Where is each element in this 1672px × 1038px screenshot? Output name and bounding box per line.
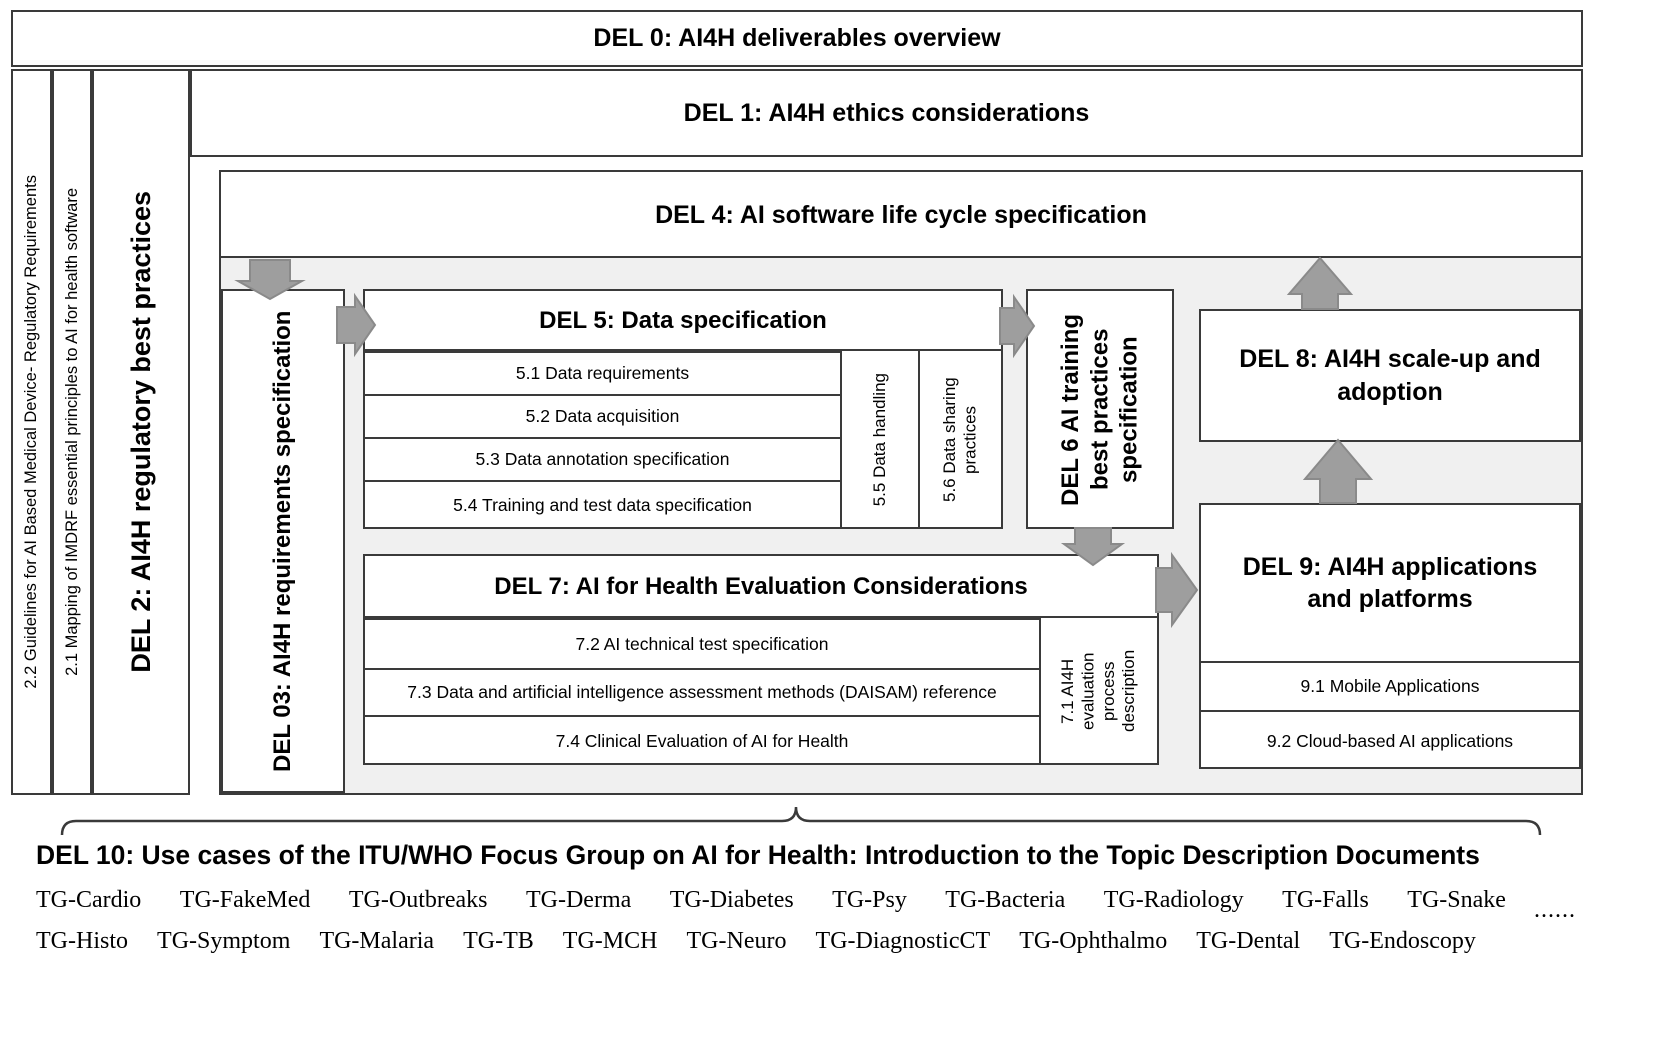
tg-item[interactable]: TG-Malaria xyxy=(319,928,435,954)
del7-item-7-2[interactable]: 7.2 AI technical test specification xyxy=(365,618,1039,668)
del5-item-5-4[interactable]: 5.4 Training and test data specification xyxy=(365,480,840,528)
del8-box[interactable]: DEL 8: AI4H scale-up and adoption xyxy=(1199,309,1581,442)
del10-title-text: DEL 10: Use cases of the ITU/WHO Focus G… xyxy=(36,840,1480,870)
del5-item-5-4-label: 5.4 Training and test data specification xyxy=(453,494,752,515)
del4-title-wrap: DEL 4: AI software life cycle specificat… xyxy=(219,172,1583,258)
tg-item[interactable]: TG-DiagnosticCT xyxy=(815,928,991,954)
tg-item[interactable]: TG-TB xyxy=(463,928,534,954)
del6-box[interactable]: DEL 6 AI training best practices specifi… xyxy=(1026,289,1174,529)
del7-side-divider xyxy=(1039,616,1041,763)
del10-ellipsis: ...... xyxy=(1534,897,1576,924)
del0-title: DEL 0: AI4H deliverables overview xyxy=(593,24,1001,52)
del9-item-9-1[interactable]: 9.1 Mobile Applications xyxy=(1201,661,1579,710)
del5-item-5-1-label: 5.1 Data requirements xyxy=(515,363,690,383)
del1-title: DEL 1: AI4H ethics considerations xyxy=(683,98,1090,127)
del5-side-divider-a xyxy=(840,349,842,528)
del4-title: DEL 4: AI software life cycle specificat… xyxy=(655,200,1147,229)
del7-items: 7.2 AI technical test specification 7.3 … xyxy=(365,618,1039,763)
del5-title-wrap: DEL 5: Data specification xyxy=(365,291,1001,351)
del6-label: DEL 6 AI training best practices specifi… xyxy=(1057,312,1143,506)
tg-item[interactable]: TG-Radiology xyxy=(1103,887,1244,913)
tg-item[interactable]: TG-Derma xyxy=(525,887,632,913)
col-2-2-box[interactable]: 2.2 Guidelines for AI Based Medical Devi… xyxy=(11,69,52,795)
del5-item-5-6[interactable]: 5.6 Data sharing practices xyxy=(920,351,1001,528)
tg-item[interactable]: TG-Psy xyxy=(832,887,907,913)
del9-item-9-2-label: 9.2 Cloud-based AI applications xyxy=(1266,730,1514,751)
del03-box[interactable]: DEL 03: AI4H requirements specification xyxy=(221,289,345,793)
del7-item-7-1-label: 7.1 AI4H evaluation process description xyxy=(1058,649,1139,732)
del7-item-7-4-label: 7.4 Clinical Evaluation of AI for Health xyxy=(555,730,849,751)
tg-item[interactable]: TG-Symptom xyxy=(157,928,291,954)
del5-items: 5.1 Data requirements 5.2 Data acquisiti… xyxy=(365,351,840,528)
del7-item-7-2-label: 7.2 AI technical test specification xyxy=(575,633,829,654)
tg-item[interactable]: TG-Cardio xyxy=(36,887,142,913)
del10-row-2: TG-Histo TG-Symptom TG-Malaria TG-TB TG-… xyxy=(36,928,1476,955)
del10-row-1: TG-Cardio TG-FakeMed TG-Outbreaks TG-Der… xyxy=(36,887,1506,914)
tg-item[interactable]: TG-Snake xyxy=(1407,887,1506,913)
del5-header-rule xyxy=(365,349,1001,351)
del7-title: DEL 7: AI for Health Evaluation Consider… xyxy=(494,573,1028,600)
del5-item-5-5-label: 5.5 Data handling xyxy=(870,372,889,507)
tg-item[interactable]: TG-Dental xyxy=(1196,928,1301,954)
tg-item[interactable]: TG-FakeMed xyxy=(179,887,311,913)
del7-box[interactable]: DEL 7: AI for Health Evaluation Consider… xyxy=(363,554,1159,765)
del7-title-wrap: DEL 7: AI for Health Evaluation Consider… xyxy=(365,556,1157,618)
del03-label: DEL 03: AI4H requirements specification xyxy=(269,310,296,772)
del5-side-divider-b xyxy=(918,349,920,528)
del0-box[interactable]: DEL 0: AI4H deliverables overview xyxy=(11,10,1583,67)
del7-item-7-3-label: 7.3 Data and artificial intelligence ass… xyxy=(407,682,997,702)
del5-item-5-6-label: 5.6 Data sharing practices xyxy=(940,377,980,502)
del4-inner-divider xyxy=(221,256,1581,258)
tg-item[interactable]: TG-Diabetes xyxy=(669,887,794,913)
del10-title: DEL 10: Use cases of the ITU/WHO Focus G… xyxy=(36,840,1636,871)
del9-title-wrap: DEL 9: AI4H applications and platforms xyxy=(1201,505,1579,661)
del5-item-5-3[interactable]: 5.3 Data annotation specification xyxy=(365,437,840,480)
col-2-2-label: 2.2 Guidelines for AI Based Medical Devi… xyxy=(22,175,40,689)
del7-item-7-3[interactable]: 7.3 Data and artificial intelligence ass… xyxy=(365,668,1039,715)
tg-item[interactable]: TG-MCH xyxy=(562,928,658,954)
tg-item[interactable]: TG-Ophthalmo xyxy=(1019,928,1168,954)
tg-item[interactable]: TG-Neuro xyxy=(686,928,787,954)
del10-ellipsis-text: ...... xyxy=(1534,897,1576,923)
tg-item[interactable]: TG-Outbreaks xyxy=(348,887,488,913)
del7-header-rule xyxy=(365,616,1157,618)
col-2-1-label: 2.1 Mapping of IMDRF essential principle… xyxy=(62,188,81,676)
del5-title: DEL 5: Data specification xyxy=(539,307,827,334)
del9-item-9-2[interactable]: 9.2 Cloud-based AI applications xyxy=(1201,710,1579,771)
del5-item-5-5[interactable]: 5.5 Data handling xyxy=(842,351,918,528)
del7-item-7-1[interactable]: 7.1 AI4H evaluation process description xyxy=(1041,618,1157,763)
del2-box[interactable]: DEL 2: AI4H regulatory best practices xyxy=(92,69,190,795)
del8-title: DEL 8: AI4H scale-up and adoption xyxy=(1239,345,1541,406)
del9-box[interactable]: DEL 9: AI4H applications and platforms 9… xyxy=(1199,503,1581,769)
del5-item-5-1[interactable]: 5.1 Data requirements xyxy=(365,351,840,394)
del9-item-9-1-label: 9.1 Mobile Applications xyxy=(1300,676,1480,696)
del5-item-5-3-label: 5.3 Data annotation specification xyxy=(475,449,730,469)
del5-box[interactable]: DEL 5: Data specification 5.1 Data requi… xyxy=(363,289,1003,529)
col-2-1-box[interactable]: 2.1 Mapping of IMDRF essential principle… xyxy=(52,69,92,795)
tg-item[interactable]: TG-Falls xyxy=(1282,887,1369,913)
del1-box[interactable]: DEL 1: AI4H ethics considerations xyxy=(190,69,1583,157)
tg-item[interactable]: TG-Histo xyxy=(36,928,128,954)
del9-title: DEL 9: AI4H applications and platforms xyxy=(1242,552,1538,614)
del2-label: DEL 2: AI4H regulatory best practices xyxy=(125,191,156,673)
del5-item-5-2-label: 5.2 Data acquisition xyxy=(525,406,680,426)
tg-item[interactable]: TG-Endoscopy xyxy=(1329,928,1476,954)
tg-item[interactable]: TG-Bacteria xyxy=(945,887,1066,913)
del7-item-7-4[interactable]: 7.4 Clinical Evaluation of AI for Health xyxy=(365,715,1039,765)
del10-brace xyxy=(60,806,1542,836)
del5-item-5-2[interactable]: 5.2 Data acquisition xyxy=(365,394,840,437)
